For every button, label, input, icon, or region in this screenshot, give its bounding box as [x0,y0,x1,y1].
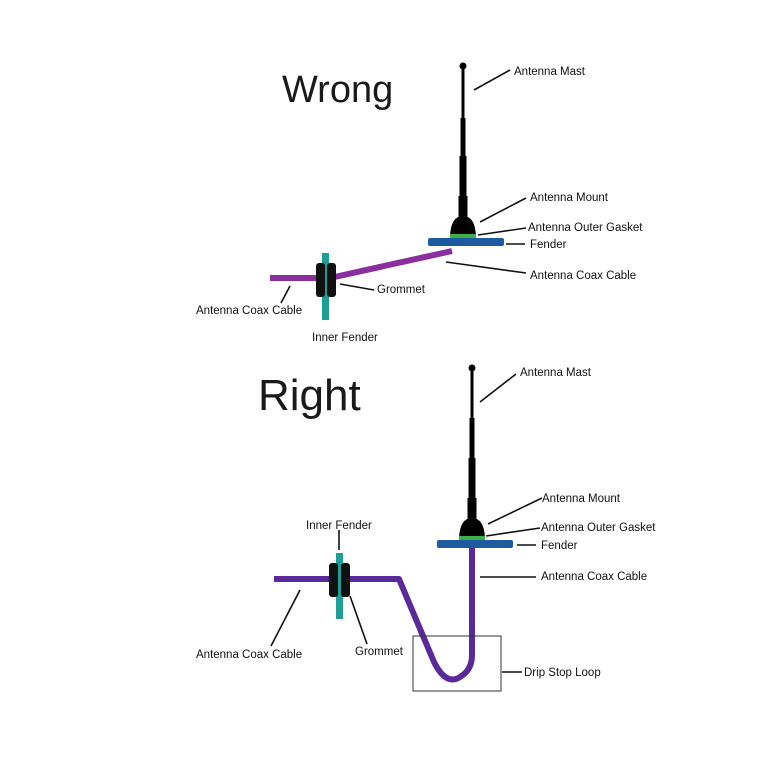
right-leader-antenna-coax-cable-left [270,589,301,647]
wrong-antenna-mast [458,62,468,218]
right-drip-stop-loop-box [412,635,502,692]
wrong-label-antenna-mount: Antenna Mount [530,192,609,204]
right-coax-cable [274,546,475,683]
right-label-fender: Fender [541,540,578,552]
wrong-label-grommet: Grommet [377,284,426,296]
wrong-antenna-outer-gasket [450,234,476,238]
right-leader-antenna-mast [479,373,517,403]
wrong-inner-fender [322,253,329,320]
right-label-antenna-mast: Antenna Mast [520,367,592,379]
right-panel: Right Ante [196,364,656,692]
right-label-antenna-coax-cable: Antenna Coax Cable [541,571,647,583]
right-leader-grommet [349,595,368,645]
wrong-leader-antenna-outer-gasket [477,227,527,236]
right-fender [437,540,513,548]
right-label-antenna-coax-cable-left: Antenna Coax Cable [196,649,302,661]
wrong-grommet [316,263,325,297]
wrong-fender [428,238,504,246]
right-antenna-mount [459,518,485,538]
right-leader-antenna-mount [487,497,543,525]
right-heading: Right [258,371,361,420]
wrong-label-fender: Fender [530,239,567,251]
right-antenna-mast [467,364,477,520]
right-grommet-right [341,563,350,597]
wrong-panel: Wrong Antenna Mast Antenna [196,62,643,344]
right-antenna-outer-gasket [459,536,485,540]
wrong-antenna-mount [450,216,476,236]
right-label-antenna-outer-gasket: Antenna Outer Gasket [541,522,656,534]
right-inner-fender [336,553,343,619]
wrong-leader-grommet [339,283,375,291]
right-grommet [329,563,338,597]
right-label-grommet: Grommet [355,646,404,658]
right-label-antenna-mount: Antenna Mount [542,493,621,505]
wrong-label-antenna-mast: Antenna Mast [514,66,586,78]
wrong-heading: Wrong [282,69,393,111]
wrong-leader-antenna-mount [479,197,527,223]
right-label-drip-stop-loop: Drip Stop Loop [524,667,601,679]
wrong-coax-cable [270,248,453,281]
right-leader-antenna-outer-gasket [485,527,541,537]
wrong-label-antenna-outer-gasket: Antenna Outer Gasket [528,222,643,234]
wrong-leader-antenna-coax-cable-left [280,285,291,304]
wrong-grommet-right [327,263,336,297]
right-label-inner-fender: Inner Fender [306,520,372,532]
wrong-label-antenna-coax-cable-left: Antenna Coax Cable [196,305,302,317]
wrong-leader-antenna-coax-cable [445,261,527,274]
wrong-label-inner-fender: Inner Fender [312,332,378,344]
wrong-leader-antenna-mast [473,69,511,91]
wrong-label-antenna-coax-cable: Antenna Coax Cable [530,270,636,282]
